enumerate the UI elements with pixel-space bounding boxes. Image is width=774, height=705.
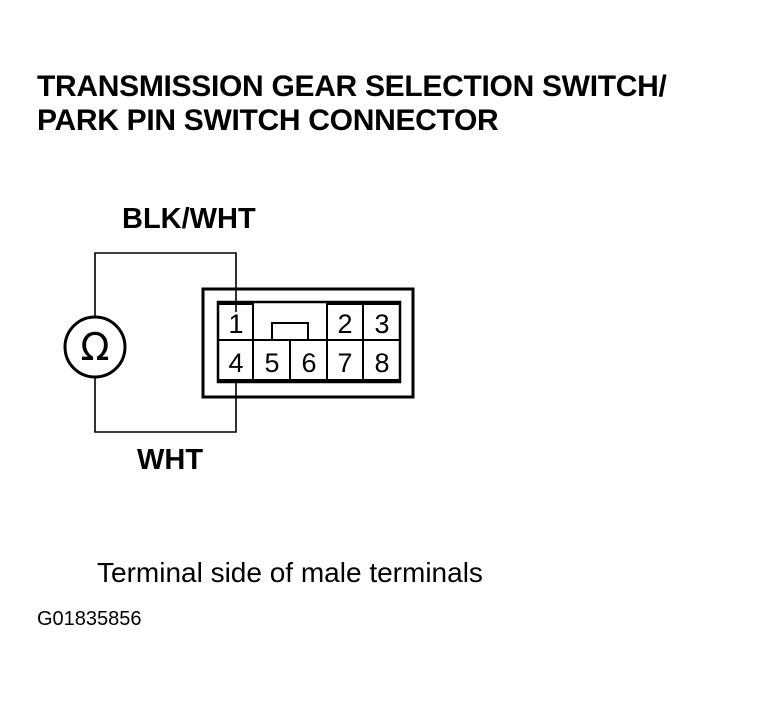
top-lead [94,252,237,318]
pin-number-4: 4 [228,348,243,378]
pin-number-2: 2 [337,309,352,339]
pin-number-7: 7 [337,348,352,378]
caption: Terminal side of male terminals [97,557,483,588]
pin-number-1: 1 [228,309,243,339]
pin-number-5: 5 [264,348,279,378]
wire-label-blk-wht: BLK/WHT [122,203,256,235]
connector-lock-tab [271,322,309,340]
bottom-lead [94,377,237,433]
pin-number-6: 6 [301,348,316,378]
connector-pin-grid [217,303,401,381]
pin-number-3: 3 [374,309,389,339]
wire-label-wht: WHT [137,444,204,476]
figure-id: G01835856 [37,608,142,630]
diagram-title-line-1: TRANSMISSION GEAR SELECTION SWITCH/ [37,70,667,103]
pin-cell-8 [362,339,401,381]
diagram-title-line-2: PARK PIN SWITCH CONNECTOR [37,104,499,137]
pin-number-8: 8 [374,348,389,378]
test-leads [94,252,237,433]
ohmmeter-icon: Ω [63,315,127,379]
ohm-symbol: Ω [80,325,109,369]
